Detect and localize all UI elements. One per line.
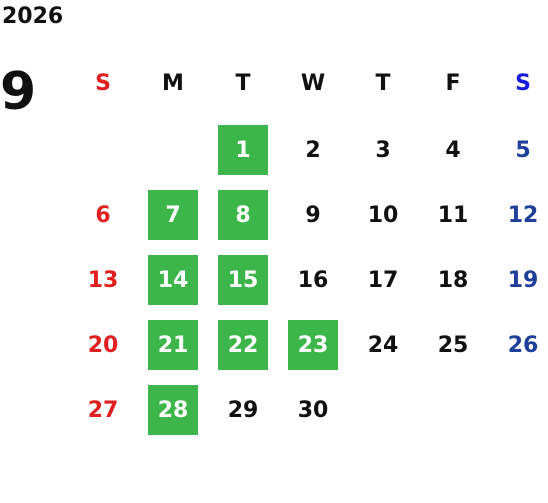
weekday-header-monday: M xyxy=(162,70,184,96)
day-cell-19[interactable]: 19 xyxy=(507,267,539,293)
day-cell-7[interactable]: 7 xyxy=(148,190,198,240)
day-cell-18[interactable]: 18 xyxy=(437,267,469,293)
day-cell-29[interactable]: 29 xyxy=(227,397,259,423)
day-cell-11[interactable]: 11 xyxy=(437,202,469,228)
day-cell-2[interactable]: 2 xyxy=(305,137,321,163)
day-cell-24[interactable]: 24 xyxy=(367,332,399,358)
year-label: 2026 xyxy=(2,4,64,29)
day-cell-28[interactable]: 28 xyxy=(148,385,198,435)
day-cell-5[interactable]: 5 xyxy=(515,137,531,163)
day-cell-14[interactable]: 14 xyxy=(148,255,198,305)
day-cell-21[interactable]: 21 xyxy=(148,320,198,370)
day-cell-4[interactable]: 4 xyxy=(445,137,461,163)
day-cell-30[interactable]: 30 xyxy=(297,397,329,423)
month-number: 9 xyxy=(0,62,37,122)
day-cell-13[interactable]: 13 xyxy=(87,267,119,293)
day-cell-1[interactable]: 1 xyxy=(218,125,268,175)
weekday-header-friday: F xyxy=(445,70,461,96)
weekday-header-tuesday: T xyxy=(235,70,251,96)
day-cell-6[interactable]: 6 xyxy=(95,202,111,228)
weekday-header-wednesday: W xyxy=(300,70,326,96)
day-cell-10[interactable]: 10 xyxy=(367,202,399,228)
day-cell-25[interactable]: 25 xyxy=(437,332,469,358)
day-cell-27[interactable]: 27 xyxy=(87,397,119,423)
day-cell-26[interactable]: 26 xyxy=(507,332,539,358)
day-cell-17[interactable]: 17 xyxy=(367,267,399,293)
day-cell-15[interactable]: 15 xyxy=(218,255,268,305)
weekday-header-saturday: S xyxy=(515,70,531,96)
weekday-header-thursday: T xyxy=(375,70,391,96)
day-cell-9[interactable]: 9 xyxy=(305,202,321,228)
day-cell-22[interactable]: 22 xyxy=(218,320,268,370)
day-cell-3[interactable]: 3 xyxy=(375,137,391,163)
day-cell-16[interactable]: 16 xyxy=(297,267,329,293)
day-cell-12[interactable]: 12 xyxy=(507,202,539,228)
day-cell-23[interactable]: 23 xyxy=(288,320,338,370)
day-cell-20[interactable]: 20 xyxy=(87,332,119,358)
weekday-header-sunday: S xyxy=(95,70,111,96)
day-cell-8[interactable]: 8 xyxy=(218,190,268,240)
